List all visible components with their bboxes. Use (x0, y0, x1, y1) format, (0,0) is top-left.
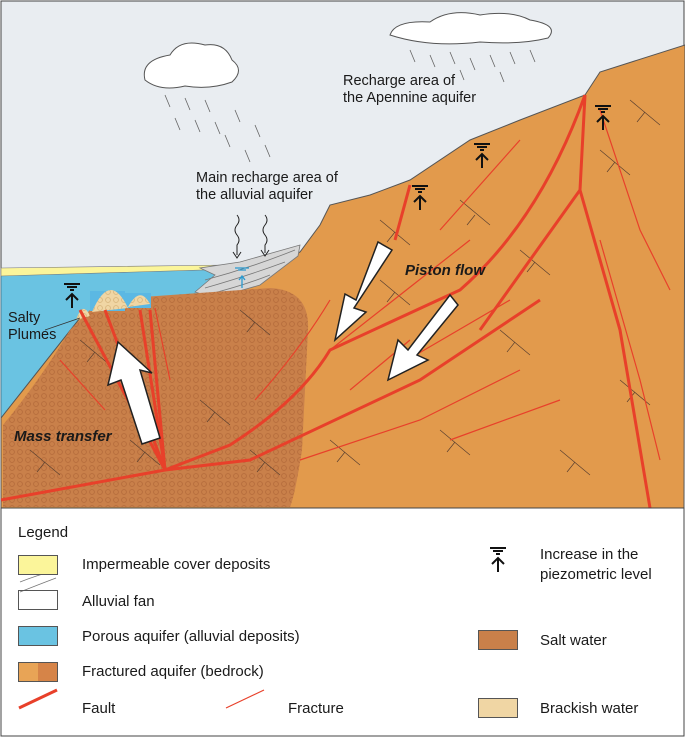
salty-label-2: Plumes (8, 327, 57, 343)
salty-plumes-pointer (44, 317, 81, 331)
legend-label: Alluvial fan (82, 593, 155, 610)
flow-arrows (106, 240, 459, 445)
faults (0, 94, 652, 509)
swatch-impermeable (18, 555, 58, 575)
mass-transfer-arrow (106, 340, 161, 445)
legend-title: Legend (18, 524, 69, 541)
piston-flow-arrow-2 (386, 293, 459, 382)
piezometric-symbols (64, 105, 611, 308)
clouds (143, 12, 552, 89)
recharge-arrows (232, 214, 270, 259)
apennine-label-1: Recharge area of (343, 73, 456, 89)
piezometric-legend-icon (490, 547, 506, 572)
swatch-salt-water (478, 630, 518, 650)
fault-symbol (18, 688, 58, 710)
legend-label: Increase in the (540, 546, 639, 563)
legend-label: Brackish water (540, 700, 639, 717)
swatch-brackish-water (478, 698, 518, 718)
brackish-plumes (76, 289, 151, 320)
apennine-label-2: the Apennine aquifer (343, 90, 477, 106)
legend-label: Fault (82, 700, 116, 717)
alluvial-label-2: the alluvial aquifer (196, 187, 313, 203)
swatch-bedrock (18, 662, 58, 682)
alluvial-label-1: Main recharge area of (196, 170, 338, 186)
swatch-alluvial-fan (18, 590, 58, 610)
legend-label: Porous aquifer (alluvial deposits) (82, 628, 300, 645)
salt-water-zone (3, 288, 309, 507)
legend-label: Impermeable cover deposits (82, 556, 271, 573)
legend-label: piezometric level (540, 566, 652, 583)
piston-flow-arrow-1 (333, 240, 394, 343)
swatch-porous-aquifer (18, 626, 58, 646)
mass-transfer-label: Mass transfer (14, 428, 112, 445)
fracture-symbol (225, 689, 265, 709)
legend-frame (0, 507, 685, 737)
legend-label: Fractured aquifer (bedrock) (82, 663, 264, 680)
rain (164, 49, 536, 163)
salty-label-1: Salty (8, 310, 41, 326)
legend-label: Salt water (540, 632, 607, 649)
legend-label: Fracture (288, 700, 344, 717)
piston-flow-label: Piston flow (405, 262, 485, 279)
